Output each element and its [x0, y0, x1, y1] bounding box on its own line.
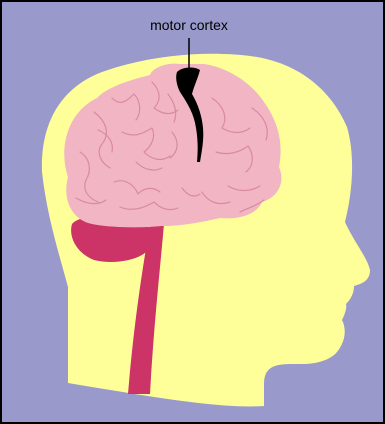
motor-cortex-label: motor cortex [150, 17, 228, 33]
